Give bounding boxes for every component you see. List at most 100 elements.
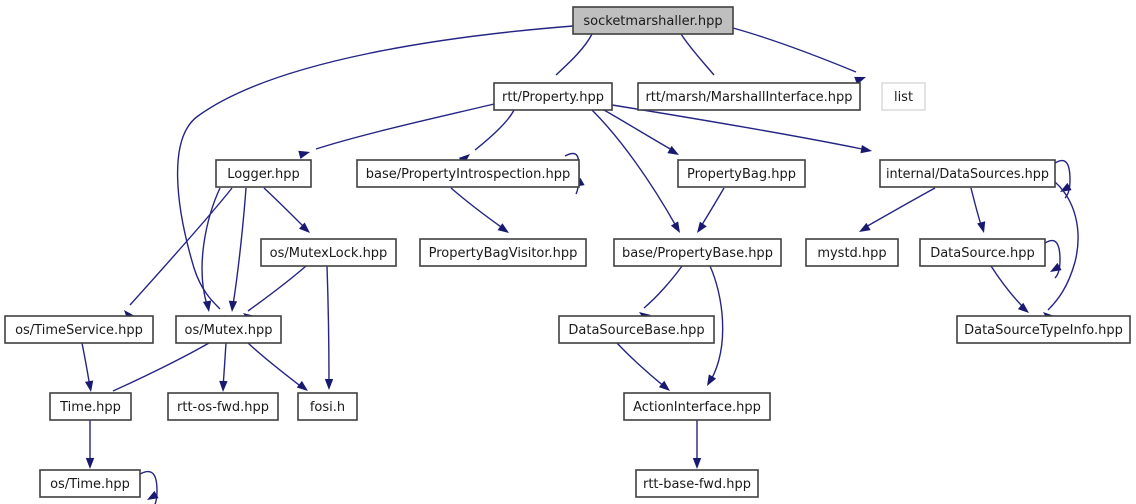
edge-line: [247, 342, 304, 389]
edge-propIntrospection-to-propBagVisitor: [450, 187, 509, 233]
node-box[interactable]: [167, 392, 279, 421]
arrowhead-icon: [667, 145, 679, 155]
edge-time-to-osTime: [85, 420, 95, 469]
edge-line: [732, 27, 857, 73]
graph-node-marshallInterface[interactable]: rtt/marsh/MarshallInterface.hpp: [637, 82, 861, 111]
edge-actionInterface-to-rttBaseFwd: [692, 419, 702, 469]
edge-line: [315, 103, 495, 150]
node-box[interactable]: [677, 159, 806, 188]
node-label: os/MutexLock.hpp: [270, 246, 388, 261]
edge-line: [176, 25, 574, 310]
node-box[interactable]: [613, 238, 782, 267]
graph-node-rttProperty[interactable]: rtt/Property.hpp: [493, 82, 613, 111]
node-box[interactable]: [297, 392, 358, 421]
node-layer: socketmarshaller.hpp rtt/Property.hpp rtt/…: [4, 6, 1131, 498]
node-box[interactable]: [356, 159, 580, 188]
edge-line: [263, 187, 306, 229]
graph-node-mystd[interactable]: mystd.hpp: [805, 238, 899, 267]
graph-node-socketmarshaller[interactable]: socketmarshaller.hpp: [572, 6, 734, 35]
edge-line: [680, 33, 715, 76]
node-label: PropertyBagVisitor.hpp: [429, 246, 578, 261]
edge-line: [863, 187, 936, 229]
arrowhead-icon: [202, 300, 212, 312]
arrowhead-icon: [296, 380, 308, 391]
node-box[interactable]: [637, 82, 861, 111]
arrowhead-icon: [977, 221, 986, 233]
node-box[interactable]: [419, 238, 587, 267]
node-box[interactable]: [493, 82, 613, 111]
node-box[interactable]: [4, 315, 154, 344]
edge-socketmarshaller-to-list: [732, 27, 866, 85]
node-box[interactable]: [49, 392, 132, 421]
graph-node-rttBaseFwd[interactable]: rtt-base-fwd.hpp: [635, 469, 759, 498]
graph-node-dataSource[interactable]: DataSource.hpp: [919, 238, 1046, 267]
graph-node-propertyBag[interactable]: PropertyBag.hpp: [677, 159, 806, 188]
node-label: rtt/marsh/MarshallInterface.hpp: [645, 90, 852, 105]
node-label: list: [894, 90, 913, 105]
edge-line: [1054, 159, 1071, 199]
edge-mutexLock-to-fosi: [324, 265, 334, 390]
edge-osTime-to-osTime: [139, 470, 159, 504]
edge-line: [326, 265, 330, 385]
arrowhead-icon: [1017, 302, 1029, 313]
graph-node-rttOsFwd[interactable]: rtt-os-fwd.hpp: [167, 392, 279, 421]
node-box[interactable]: [623, 392, 771, 421]
edge-line: [970, 187, 983, 229]
node-label: os/Time.hpp: [50, 477, 130, 492]
node-box[interactable]: [956, 315, 1131, 344]
graph-node-dataSourceBase[interactable]: DataSourceBase.hpp: [558, 315, 715, 344]
edge-dataSources-to-dataSource: [970, 187, 986, 233]
node-box[interactable]: [558, 315, 715, 344]
graph-node-dataSources[interactable]: internal/DataSources.hpp: [879, 159, 1056, 188]
edge-line: [555, 33, 593, 76]
node-box[interactable]: [805, 238, 899, 267]
node-box[interactable]: [260, 238, 397, 267]
graph-node-fosi[interactable]: fosi.h: [297, 392, 358, 421]
node-box[interactable]: [572, 6, 734, 35]
graph-node-propBagVisitor[interactable]: PropertyBagVisitor.hpp: [419, 238, 587, 267]
graph-node-time[interactable]: Time.hpp: [49, 392, 132, 421]
edge-line: [201, 187, 221, 306]
node-label: Logger.hpp: [227, 167, 300, 182]
arrowhead-icon: [692, 458, 702, 469]
graph-node-mutexLock[interactable]: os/MutexLock.hpp: [260, 238, 397, 267]
edge-line: [1047, 181, 1079, 311]
graph-node-logger[interactable]: Logger.hpp: [215, 159, 312, 188]
edge-line: [709, 265, 724, 381]
node-label: DataSourceBase.hpp: [568, 323, 704, 338]
arrowhead-icon: [298, 150, 310, 159]
graph-node-actionInterface[interactable]: ActionInterface.hpp: [623, 392, 771, 421]
node-label: socketmarshaller.hpp: [583, 14, 722, 29]
edge-propertyBag-to-propertyBase: [697, 187, 725, 233]
edge-propertyBase-to-actionInterface: [707, 265, 724, 386]
graph-node-timeService[interactable]: os/TimeService.hpp: [4, 315, 154, 344]
node-box[interactable]: [175, 315, 282, 344]
node-box[interactable]: [39, 469, 141, 498]
arrowhead-icon: [859, 222, 871, 232]
node-label: mystd.hpp: [817, 246, 886, 261]
edge-dataSource-to-dataSource: [1044, 239, 1062, 279]
arrowhead-icon: [85, 458, 95, 469]
node-label: PropertyBag.hpp: [687, 167, 796, 182]
edge-logger-to-timeService: [124, 187, 233, 322]
node-label: os/TimeService.hpp: [15, 323, 143, 338]
node-box[interactable]: [215, 159, 312, 188]
node-label: os/Mutex.hpp: [185, 323, 273, 338]
node-box[interactable]: [635, 469, 759, 498]
graph-node-mutex[interactable]: os/Mutex.hpp: [175, 315, 282, 344]
edge-line: [222, 342, 227, 388]
node-box[interactable]: [919, 238, 1046, 267]
edge-rttProperty-to-logger: [298, 103, 495, 159]
node-box[interactable]: [879, 159, 1056, 188]
graph-node-list[interactable]: list: [881, 82, 926, 111]
node-box[interactable]: [881, 82, 926, 111]
graph-node-propertyBase[interactable]: base/PropertyBase.hpp: [613, 238, 782, 267]
edge-line: [1044, 239, 1061, 279]
graph-node-dataSourceTypeInfo[interactable]: DataSourceTypeInfo.hpp: [956, 315, 1131, 344]
arrowhead-icon: [670, 221, 680, 233]
graph-node-propIntrospection[interactable]: base/PropertyIntrospection.hpp: [356, 159, 580, 188]
edge-line: [139, 470, 158, 504]
node-label: DataSource.hpp: [930, 246, 1035, 261]
edge-timeService-to-time: [81, 342, 94, 392]
graph-node-osTime[interactable]: os/Time.hpp: [39, 469, 141, 498]
